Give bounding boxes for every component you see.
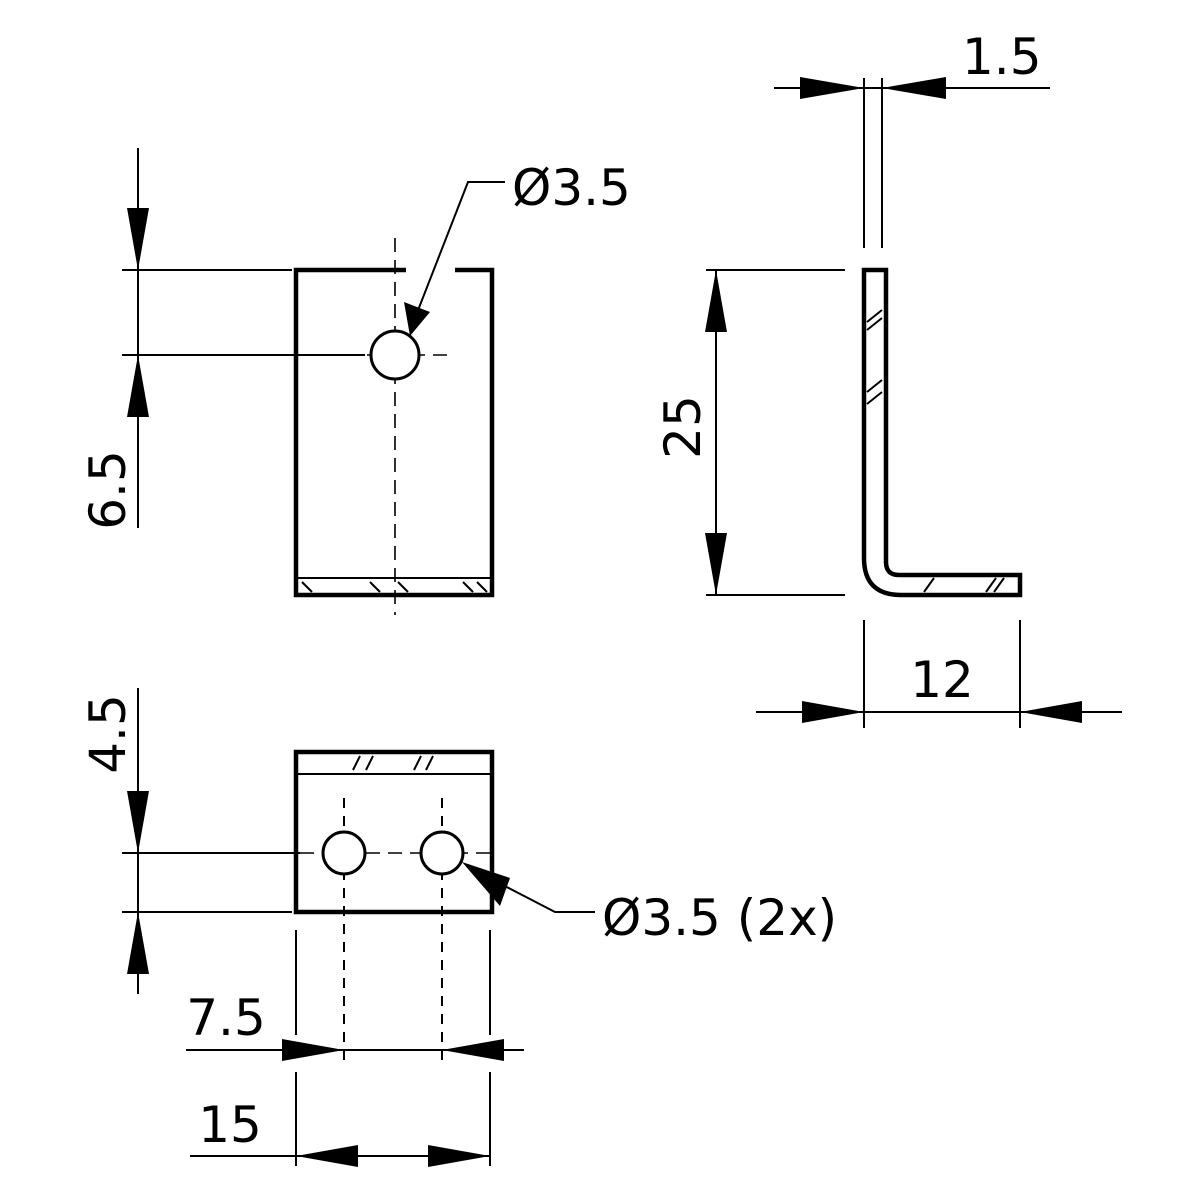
bottom-hole-diameter-label: Ø3.5 (2x) <box>602 889 837 947</box>
side-thickness-dimension <box>774 77 1050 248</box>
side-height-dimension <box>705 269 845 596</box>
bottom-view-outline <box>293 749 495 915</box>
bottom-width-dim-text: 15 <box>198 1096 262 1154</box>
front-offset-dimension <box>122 148 365 528</box>
side-leg-dimension <box>756 620 1122 728</box>
side-height-dim-text: 25 <box>654 395 712 459</box>
bottom-hole-spacing-dim-text: 7.5 <box>186 989 266 1047</box>
front-hole-diameter-label: Ø3.5 <box>512 159 631 217</box>
side-view-profile <box>861 267 1023 598</box>
bottom-view-hatch <box>352 755 434 771</box>
side-thickness-dim-text: 1.5 <box>962 28 1042 86</box>
bottom-offset-dim-text: 4.5 <box>79 694 137 774</box>
side-view-hatch <box>866 309 1005 593</box>
front-offset-dim-text: 6.5 <box>79 450 137 530</box>
front-view-outline <box>293 267 495 598</box>
bottom-offset-dimension <box>122 688 300 994</box>
bottom-view: Ø3.5 (2x) 4.5 7.5 15 <box>79 688 837 1167</box>
bottom-view-hole-left <box>321 830 367 876</box>
side-view: 1.5 25 12 <box>654 28 1122 728</box>
bottom-hole-leader <box>462 862 595 913</box>
front-view-hatch <box>301 581 488 593</box>
side-leg-dim-text: 12 <box>910 651 974 709</box>
front-view-hole <box>369 329 421 381</box>
front-view: Ø3.5 6.5 <box>79 148 631 615</box>
bottom-view-hole-right <box>419 830 465 876</box>
front-hole-leader <box>404 181 505 336</box>
bottom-width-dimension <box>190 1072 491 1167</box>
bottom-hole-spacing-dimension <box>186 930 524 1061</box>
